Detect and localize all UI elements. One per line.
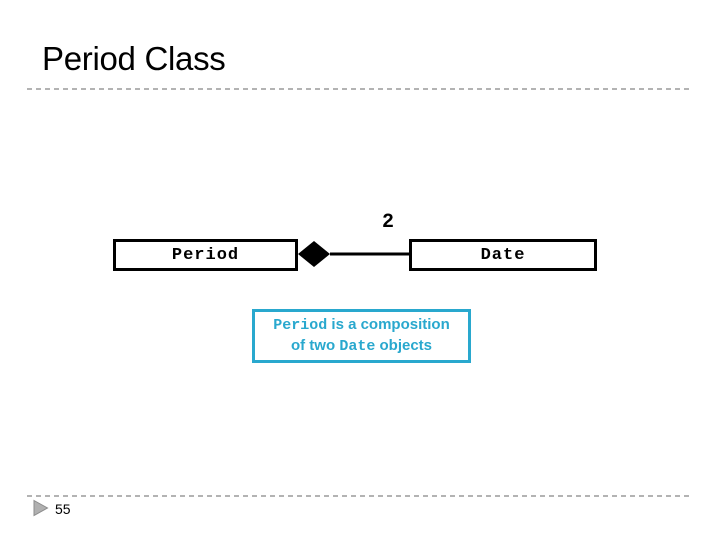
callout-line-1: Period is a composition	[273, 315, 450, 336]
callout-line2-pre: of two	[290, 337, 340, 354]
uml-class-box-date: Date	[409, 239, 597, 271]
footer-divider	[27, 495, 690, 497]
page-number: 55	[55, 501, 71, 517]
callout-line1-text: is a composition	[327, 316, 450, 333]
callout-line2-post: objects	[375, 337, 433, 354]
callout-date-code: Date	[339, 338, 376, 355]
composition-diamond-icon	[298, 241, 330, 267]
uml-class-box-period: Period	[113, 239, 298, 271]
title-divider	[27, 88, 690, 90]
callout-box: Period is a composition of two Date obje…	[252, 309, 471, 363]
callout-line-2: of two Date objects	[291, 336, 432, 357]
slide-marker-triangle-icon	[33, 499, 49, 517]
callout-period-code: Period	[273, 317, 328, 334]
class-name-label: Date	[480, 245, 526, 265]
multiplicity-label: 2	[382, 211, 395, 234]
page-title: Period Class	[42, 40, 226, 77]
composition-connector	[298, 241, 411, 267]
class-name-label: Period	[171, 245, 240, 265]
